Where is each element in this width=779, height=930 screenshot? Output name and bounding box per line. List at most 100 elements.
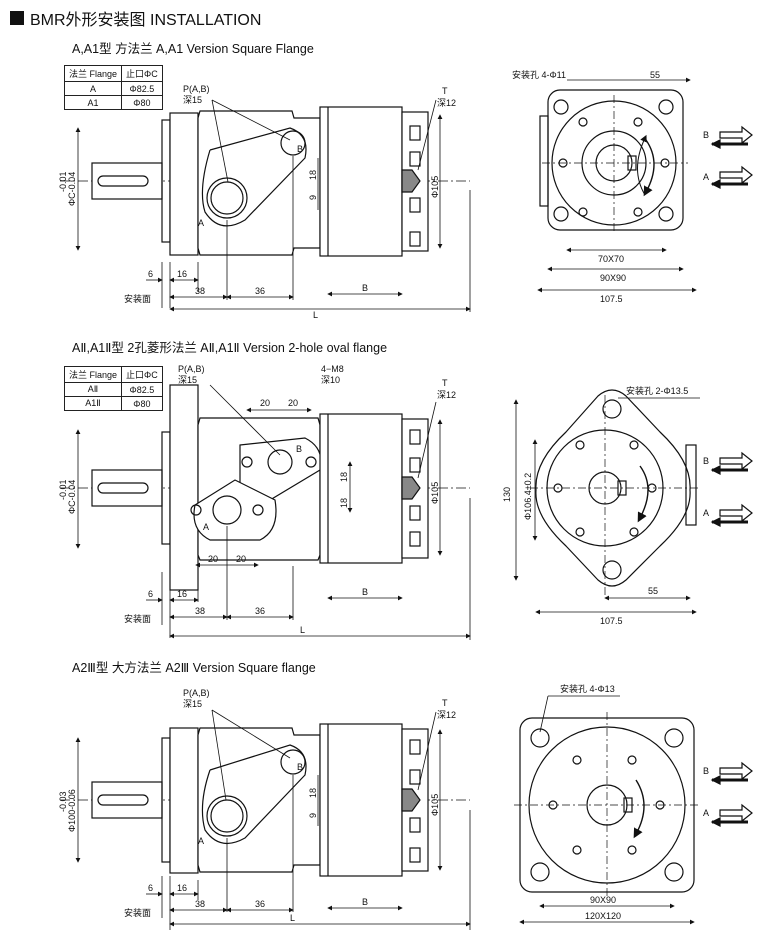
section-1-title: A,A1型 方法兰 A,A1 Version Square Flange bbox=[72, 42, 314, 56]
mount-face-label: 安装面 bbox=[124, 613, 151, 624]
port-label: P(A,B) bbox=[183, 688, 210, 698]
side-view-3 bbox=[60, 723, 470, 877]
table-cell: Φ80 bbox=[121, 95, 163, 110]
a-port-label: A bbox=[203, 522, 209, 532]
table-cell: A1 bbox=[63, 95, 123, 110]
dim-36: 36 bbox=[255, 899, 265, 909]
dim-b: B bbox=[362, 587, 368, 597]
side-view-1 bbox=[60, 106, 470, 257]
dim-90x90: 90X90 bbox=[590, 895, 616, 905]
dim-phi105: Φ105 bbox=[430, 794, 440, 816]
dim-38: 38 bbox=[195, 286, 205, 296]
dim-b: B bbox=[362, 897, 368, 907]
end-view-3 bbox=[514, 712, 700, 898]
dim-90x90: 90X90 bbox=[600, 273, 626, 283]
flow-arrow-b-1 bbox=[710, 125, 753, 149]
dim-38: 38 bbox=[195, 606, 205, 616]
dim-9: 9 bbox=[308, 195, 318, 200]
dim-phi105: Φ105 bbox=[430, 176, 440, 198]
dim-16: 16 bbox=[177, 269, 187, 279]
dim-9: 9 bbox=[308, 813, 318, 818]
dim-20: 20 bbox=[288, 398, 298, 408]
flow-arrow-a-1 bbox=[710, 165, 753, 189]
dim-55: 55 bbox=[648, 586, 658, 596]
dim-l: L bbox=[313, 310, 318, 320]
tol-bottom: ΦC-0.04 bbox=[67, 480, 77, 514]
dim-55: 55 bbox=[650, 70, 660, 80]
flow-arrow-a-3 bbox=[710, 803, 753, 827]
dim-phi105: Φ105 bbox=[430, 482, 440, 504]
b-port-label: B bbox=[297, 762, 303, 772]
section-2-title: AⅡ,A1Ⅱ型 2孔菱形法兰 AⅡ,A1Ⅱ Version 2-hole ova… bbox=[72, 341, 388, 355]
t-label: T bbox=[442, 86, 448, 96]
thread-depth-label: 深10 bbox=[321, 375, 340, 385]
tol-bottom: Φ100-0.06 bbox=[67, 789, 77, 832]
flow-b-label: B bbox=[703, 456, 709, 466]
dim-107-5: 107.5 bbox=[600, 616, 623, 626]
section-3-title: A2Ⅲ型 大方法兰 A2Ⅲ Version Square flange bbox=[72, 661, 316, 675]
dim-20: 20 bbox=[236, 554, 246, 564]
holes-label: 安装孔 4-Φ13 bbox=[560, 683, 615, 694]
end-view-2 bbox=[530, 389, 700, 595]
port-depth-label: 深15 bbox=[183, 95, 202, 105]
t-label: T bbox=[442, 378, 448, 388]
side-view-2 bbox=[60, 384, 470, 591]
dim-l: L bbox=[300, 625, 305, 635]
flow-b-label: B bbox=[703, 766, 709, 776]
dim-36: 36 bbox=[255, 286, 265, 296]
thread-label: 4−M8 bbox=[321, 364, 344, 374]
dim-6: 6 bbox=[148, 269, 153, 279]
dim-18: 18 bbox=[308, 170, 318, 180]
page-title: BMR外形安装图 INSTALLATION bbox=[10, 6, 261, 30]
dim-120x120: 120X120 bbox=[585, 911, 621, 921]
tol-top: -0.01 bbox=[58, 479, 68, 500]
dimension-lines bbox=[75, 77, 700, 930]
title-square-icon bbox=[10, 11, 24, 25]
t-depth-label: 深12 bbox=[437, 98, 456, 108]
port-label: P(A,B) bbox=[183, 84, 210, 94]
dim-20: 20 bbox=[208, 554, 218, 564]
t-depth-label: 深12 bbox=[437, 710, 456, 720]
port-label: P(A,B) bbox=[178, 364, 205, 374]
flow-arrow-b-2 bbox=[710, 451, 753, 475]
flow-arrow-a-2 bbox=[710, 503, 753, 527]
table-cell: Φ80 bbox=[121, 396, 163, 411]
tol-top: -0.03 bbox=[58, 791, 68, 812]
port-depth-label: 深15 bbox=[183, 699, 202, 709]
flow-arrow-b-3 bbox=[710, 761, 753, 785]
tol-bottom: ΦC-0.04 bbox=[67, 172, 77, 206]
dim-l: L bbox=[290, 913, 295, 923]
t-depth-label: 深12 bbox=[437, 390, 456, 400]
dim-18: 18 bbox=[308, 788, 318, 798]
flow-a-label: A bbox=[703, 808, 709, 818]
page-title-text: BMR外形安装图 INSTALLATION bbox=[30, 12, 262, 29]
end-view-1 bbox=[539, 89, 688, 232]
dim-6: 6 bbox=[148, 589, 153, 599]
dim-36: 36 bbox=[255, 606, 265, 616]
port-depth-label: 深15 bbox=[178, 375, 197, 385]
tol-top: -0.01 bbox=[58, 171, 68, 192]
dim-107-5: 107.5 bbox=[600, 294, 623, 304]
a-port-label: A bbox=[198, 218, 204, 228]
dim-70x70: 70X70 bbox=[598, 254, 624, 264]
dim-b: B bbox=[362, 283, 368, 293]
table-header: 法兰 Flange bbox=[63, 366, 123, 383]
dim-38: 38 bbox=[195, 899, 205, 909]
dim-20: 20 bbox=[260, 398, 270, 408]
flow-b-label: B bbox=[703, 130, 709, 140]
holes-label: 安装孔 4-Φ11 bbox=[512, 69, 566, 80]
dim-6: 6 bbox=[148, 883, 153, 893]
dim-phi106: Φ106.4±0.2 bbox=[523, 473, 533, 520]
flow-arrows bbox=[710, 125, 753, 827]
dim-18: 18 bbox=[339, 498, 349, 508]
b-port-label: B bbox=[296, 444, 302, 454]
dim-18: 18 bbox=[339, 472, 349, 482]
t-label: T bbox=[442, 698, 448, 708]
dim-16: 16 bbox=[177, 883, 187, 893]
table-cell: A1Ⅱ bbox=[63, 396, 123, 411]
flow-a-label: A bbox=[703, 172, 709, 182]
b-port-label: B bbox=[297, 144, 303, 154]
